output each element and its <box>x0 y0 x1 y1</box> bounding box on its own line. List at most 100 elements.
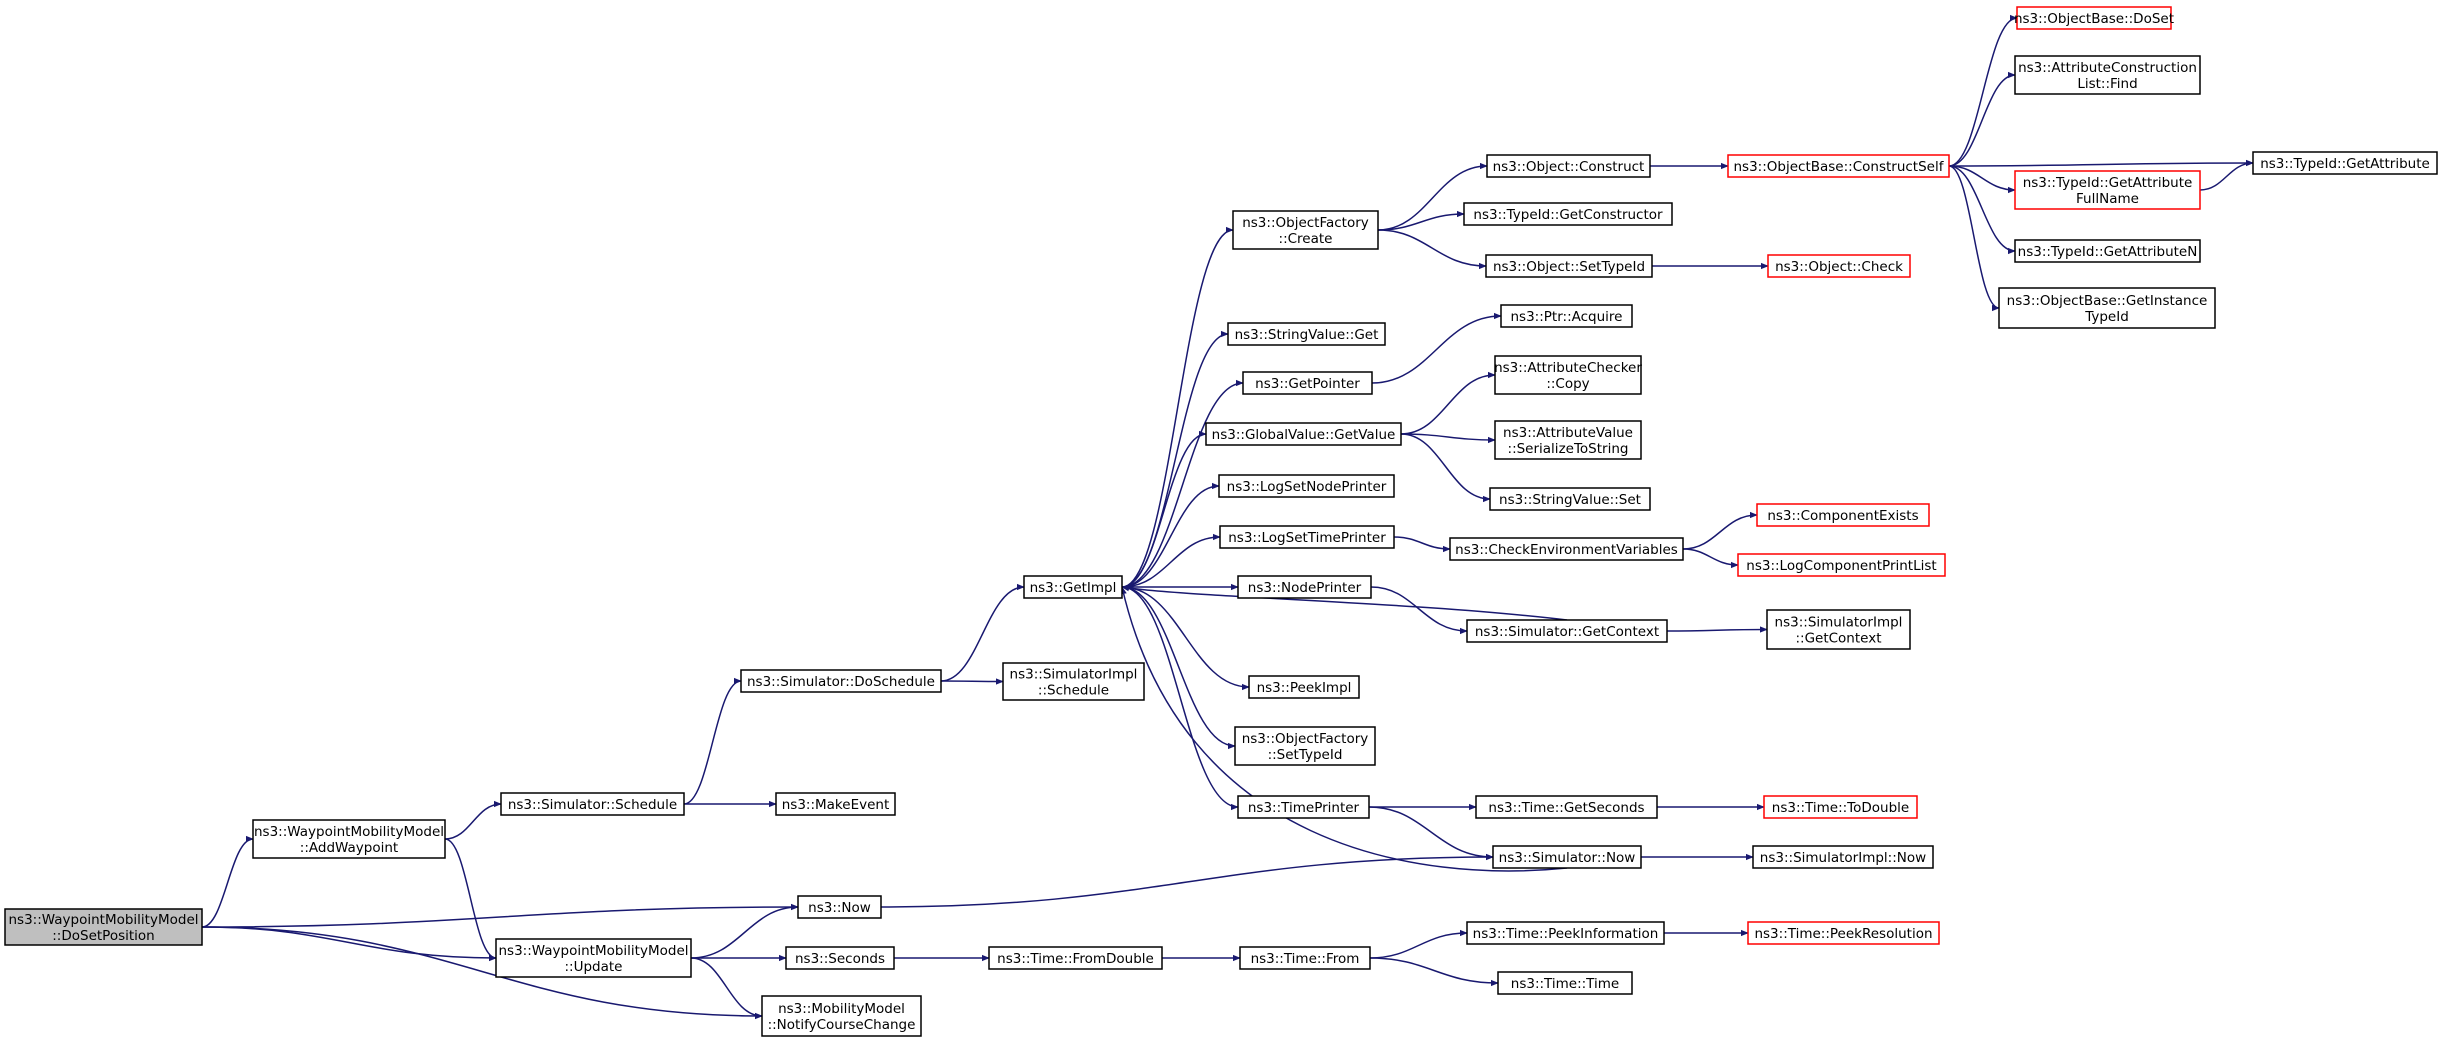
node-timegetsec[interactable]: ns3::Time::GetSeconds <box>1475 795 1658 819</box>
node-seconds[interactable]: ns3::Seconds <box>785 946 895 970</box>
node-label: ns3::CheckEnvironmentVariables <box>1455 542 1678 558</box>
node-label: ns3::Time::PeekResolution <box>1754 926 1932 942</box>
node-addwp[interactable]: ns3::WaypointMobilityModel::AddWaypoint <box>252 819 446 859</box>
node-timetodouble[interactable]: ns3::Time::ToDouble <box>1763 795 1918 819</box>
node-attrcheckcopy[interactable]: ns3::AttributeChecker::Copy <box>1494 355 1642 395</box>
node-box <box>988 946 1163 970</box>
node-now[interactable]: ns3::Now <box>797 895 882 919</box>
node-peekinfo[interactable]: ns3::Time::PeekInformation <box>1466 921 1665 945</box>
node-box <box>2016 6 2172 30</box>
node-attrvalser[interactable]: ns3::AttributeValue::SerializeToString <box>1494 420 1642 460</box>
node-label: ns3::MakeEvent <box>782 797 890 813</box>
node-simimplnow[interactable]: ns3::SimulatorImpl::Now <box>1752 845 1934 869</box>
node-label: ::DoSetPosition <box>52 928 154 944</box>
edge-addwp-to-schedule <box>444 800 502 840</box>
node-label: ns3::Time::Time <box>1511 976 1619 992</box>
node-doset[interactable]: ns3::ObjectBase::DoSet <box>2014 6 2174 30</box>
node-objconstruct[interactable]: ns3::Object::Construct <box>1486 154 1651 178</box>
node-logsettime[interactable]: ns3::LogSetTimePrinter <box>1219 525 1395 549</box>
node-box <box>2252 151 2438 175</box>
node-label: ns3::AttributeChecker <box>1494 360 1642 376</box>
edge-now-to-simnow <box>880 853 1494 908</box>
node-label: ns3::StringValue::Get <box>1235 327 1379 343</box>
edge-objfactcreate-to-tidgetctor <box>1377 210 1465 231</box>
node-simimplsched[interactable]: ns3::SimulatorImpl::Schedule <box>1002 662 1145 701</box>
node-objcheck[interactable]: ns3::Object::Check <box>1767 254 1911 278</box>
node-objsettid[interactable]: ns3::Object::SetTypeId <box>1485 254 1653 278</box>
node-getimpl[interactable]: ns3::GetImpl <box>1023 575 1123 599</box>
node-compexists[interactable]: ns3::ComponentExists <box>1756 503 1930 527</box>
node-globalvalget[interactable]: ns3::GlobalValue::GetValue <box>1205 422 1402 446</box>
node-peekres[interactable]: ns3::Time::PeekResolution <box>1747 921 1940 945</box>
edge-root-to-notify <box>201 926 763 1020</box>
node-label: ns3::Simulator::GetContext <box>1475 624 1659 640</box>
node-box <box>1248 675 1360 699</box>
node-box <box>1500 304 1633 328</box>
edge-objfactcreate-to-objsettid <box>1377 229 1487 270</box>
node-notify[interactable]: ns3::MobilityModel::NotifyCourseChange <box>761 995 922 1037</box>
node-label: ns3::MobilityModel <box>778 1001 905 1017</box>
edge-getimpl-to-strvalget <box>1121 330 1229 588</box>
node-getpointer[interactable]: ns3::GetPointer <box>1242 371 1373 395</box>
node-checkenv[interactable]: ns3::CheckEnvironmentVariables <box>1449 537 1684 561</box>
node-ptracquire[interactable]: ns3::Ptr::Acquire <box>1500 304 1633 328</box>
node-label: ns3::TypeId::GetAttributeN <box>2018 244 2198 260</box>
edge-simgetctx-to-getimpl <box>1121 585 1568 621</box>
node-label: ::Copy <box>1546 376 1589 392</box>
node-box <box>1766 609 1911 650</box>
node-fromdouble[interactable]: ns3::Time::FromDouble <box>988 946 1163 970</box>
node-timefrom[interactable]: ns3::Time::From <box>1239 946 1371 970</box>
node-objfactsettid[interactable]: ns3::ObjectFactory::SetTypeId <box>1234 726 1376 766</box>
node-peekimpl[interactable]: ns3::PeekImpl <box>1248 675 1360 699</box>
node-tidgetattrn[interactable]: ns3::TypeId::GetAttributeN <box>2014 239 2201 263</box>
edge-simnow-to-getimpl <box>1120 586 1568 872</box>
node-tidgetctor[interactable]: ns3::TypeId::GetConstructor <box>1463 202 1673 226</box>
edge-doschedule-to-getimpl <box>940 583 1025 682</box>
node-label: ns3::Seconds <box>795 951 885 967</box>
node-box <box>1218 474 1395 498</box>
node-box <box>1219 525 1395 549</box>
node-strvalset[interactable]: ns3::StringValue::Set <box>1489 487 1651 511</box>
node-simgetctx[interactable]: ns3::Simulator::GetContext <box>1466 619 1668 643</box>
node-label: ns3::ObjectBase::DoSet <box>2014 11 2174 27</box>
node-root[interactable]: ns3::WaypointMobilityModel::DoSetPositio… <box>4 908 203 946</box>
node-strvalget[interactable]: ns3::StringValue::Get <box>1227 322 1386 346</box>
edge-getimpl-to-globalvalget <box>1121 430 1207 588</box>
node-label: ns3::Ptr::Acquire <box>1511 309 1623 325</box>
node-objfactcreate[interactable]: ns3::ObjectFactory::Create <box>1232 210 1379 250</box>
edge-getimpl-to-logsetnode <box>1121 482 1220 588</box>
edge-constructself-to-getinsttid <box>1948 165 2000 312</box>
node-simimplgetctx[interactable]: ns3::SimulatorImpl::GetContext <box>1766 609 1911 650</box>
edge-checkenv-to-compexists <box>1682 511 1758 550</box>
node-label: ns3::ObjectBase::GetInstance <box>2007 293 2208 309</box>
node-timetime[interactable]: ns3::Time::Time <box>1497 971 1633 995</box>
node-label: List::Find <box>2077 76 2137 92</box>
edge-constructself-to-tidgetattrfull <box>1948 165 2016 194</box>
node-box <box>1466 921 1665 945</box>
node-logcompprint[interactable]: ns3::LogComponentPrintList <box>1737 553 1946 577</box>
node-label: ns3::ObjectBase::ConstructSelf <box>1734 159 1945 175</box>
node-box <box>1494 355 1642 395</box>
node-logsetnode[interactable]: ns3::LogSetNodePrinter <box>1218 474 1395 498</box>
node-box <box>785 946 895 970</box>
edge-timeprinter-to-simnow <box>1368 806 1494 861</box>
edge-root-to-now <box>201 903 799 928</box>
node-nodeprinter[interactable]: ns3::NodePrinter <box>1237 575 1372 599</box>
node-update[interactable]: ns3::WaypointMobilityModel::Update <box>495 938 692 978</box>
node-label: ns3::Object::Check <box>1775 259 1903 275</box>
node-schedule[interactable]: ns3::Simulator::Schedule <box>500 792 685 816</box>
node-makeevent[interactable]: ns3::MakeEvent <box>775 792 896 816</box>
edge-constructself-to-attrconstfind <box>1948 71 2016 167</box>
node-constructself[interactable]: ns3::ObjectBase::ConstructSelf <box>1727 154 1950 178</box>
edge-constructself-to-doset <box>1948 14 2018 167</box>
node-tidgetattr[interactable]: ns3::TypeId::GetAttribute <box>2252 151 2438 175</box>
edge-getimpl-to-timeprinter <box>1121 586 1239 811</box>
node-timeprinter[interactable]: ns3::TimePrinter <box>1237 795 1370 819</box>
node-box <box>1747 921 1940 945</box>
node-label: ns3::ComponentExists <box>1767 508 1918 524</box>
node-doschedule[interactable]: ns3::Simulator::DoSchedule <box>740 669 942 693</box>
node-simnow[interactable]: ns3::Simulator::Now <box>1492 845 1642 869</box>
